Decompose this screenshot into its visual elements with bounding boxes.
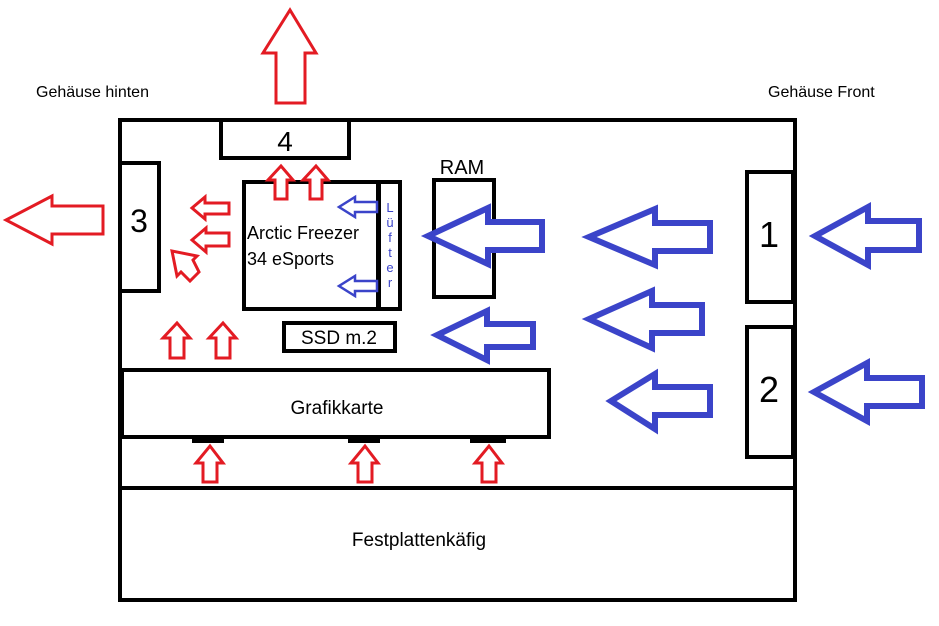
- cooler-fan: [377, 180, 402, 311]
- exhaust-arrow-small: [205, 320, 240, 360]
- exhaust-arrow-small: [189, 193, 231, 223]
- exhaust-arrow-small: [299, 163, 332, 201]
- cooler-fan-letter: r: [388, 275, 393, 290]
- fan-2: [745, 325, 795, 459]
- ssd-label: SSD m.2: [301, 328, 377, 349]
- cooler-fan-letter: L: [386, 200, 393, 215]
- exhaust-arrow-small: [471, 443, 506, 484]
- case-back-label: Gehäuse hinten: [36, 84, 149, 101]
- intake-arrow: [581, 286, 705, 353]
- fan-4: [219, 118, 351, 160]
- intake-arrow: [420, 203, 545, 269]
- gpu-fan-slot: [192, 437, 224, 443]
- cpu-cooler-label-line2: 34 eSports: [247, 249, 334, 269]
- cooler-intake-arrow: [336, 194, 379, 220]
- exhaust-arrow-small: [170, 249, 201, 284]
- gpu-fan-slot: [348, 437, 380, 443]
- case-front-label: Gehäuse Front: [768, 84, 875, 101]
- exhaust-arrow-rear: [2, 193, 105, 247]
- ssd: [282, 321, 397, 353]
- intake-arrow-front: [807, 357, 925, 427]
- gpu: [120, 368, 551, 439]
- intake-arrow-front: [808, 201, 922, 271]
- cooler-fan-letter: f: [388, 230, 392, 245]
- fan-3: [118, 161, 161, 293]
- fan-2-label: 2: [759, 369, 779, 410]
- exhaust-arrow-small: [189, 224, 231, 256]
- exhaust-arrow-small: [159, 320, 194, 360]
- intake-arrow: [581, 204, 713, 270]
- cooler-intake-arrow: [336, 273, 379, 299]
- intake-arrow: [605, 368, 713, 435]
- exhaust-arrow-top: [260, 7, 319, 105]
- cooler-fan-letter: e: [386, 260, 393, 275]
- exhaust-arrow-small: [192, 443, 227, 484]
- intake-arrow: [430, 306, 536, 365]
- fan-3-label: 3: [130, 203, 148, 239]
- exhaust-arrow-small: [264, 163, 297, 201]
- gpu-fan-slot: [470, 437, 506, 443]
- gpu-label: Grafikkarte: [291, 398, 384, 419]
- exhaust-arrow-small: [347, 443, 382, 484]
- cooler-fan-letter: ü: [386, 215, 393, 230]
- ram-label: RAM: [440, 157, 484, 179]
- fan-1: [745, 170, 795, 304]
- fan-1-label: 1: [759, 214, 779, 255]
- cpu-cooler-label-line1: Arctic Freezer: [247, 223, 359, 243]
- drive-cage-label: Festplattenkäfig: [352, 530, 486, 551]
- fan-4-label: 4: [277, 126, 293, 157]
- cooler-fan-letter: t: [388, 245, 392, 260]
